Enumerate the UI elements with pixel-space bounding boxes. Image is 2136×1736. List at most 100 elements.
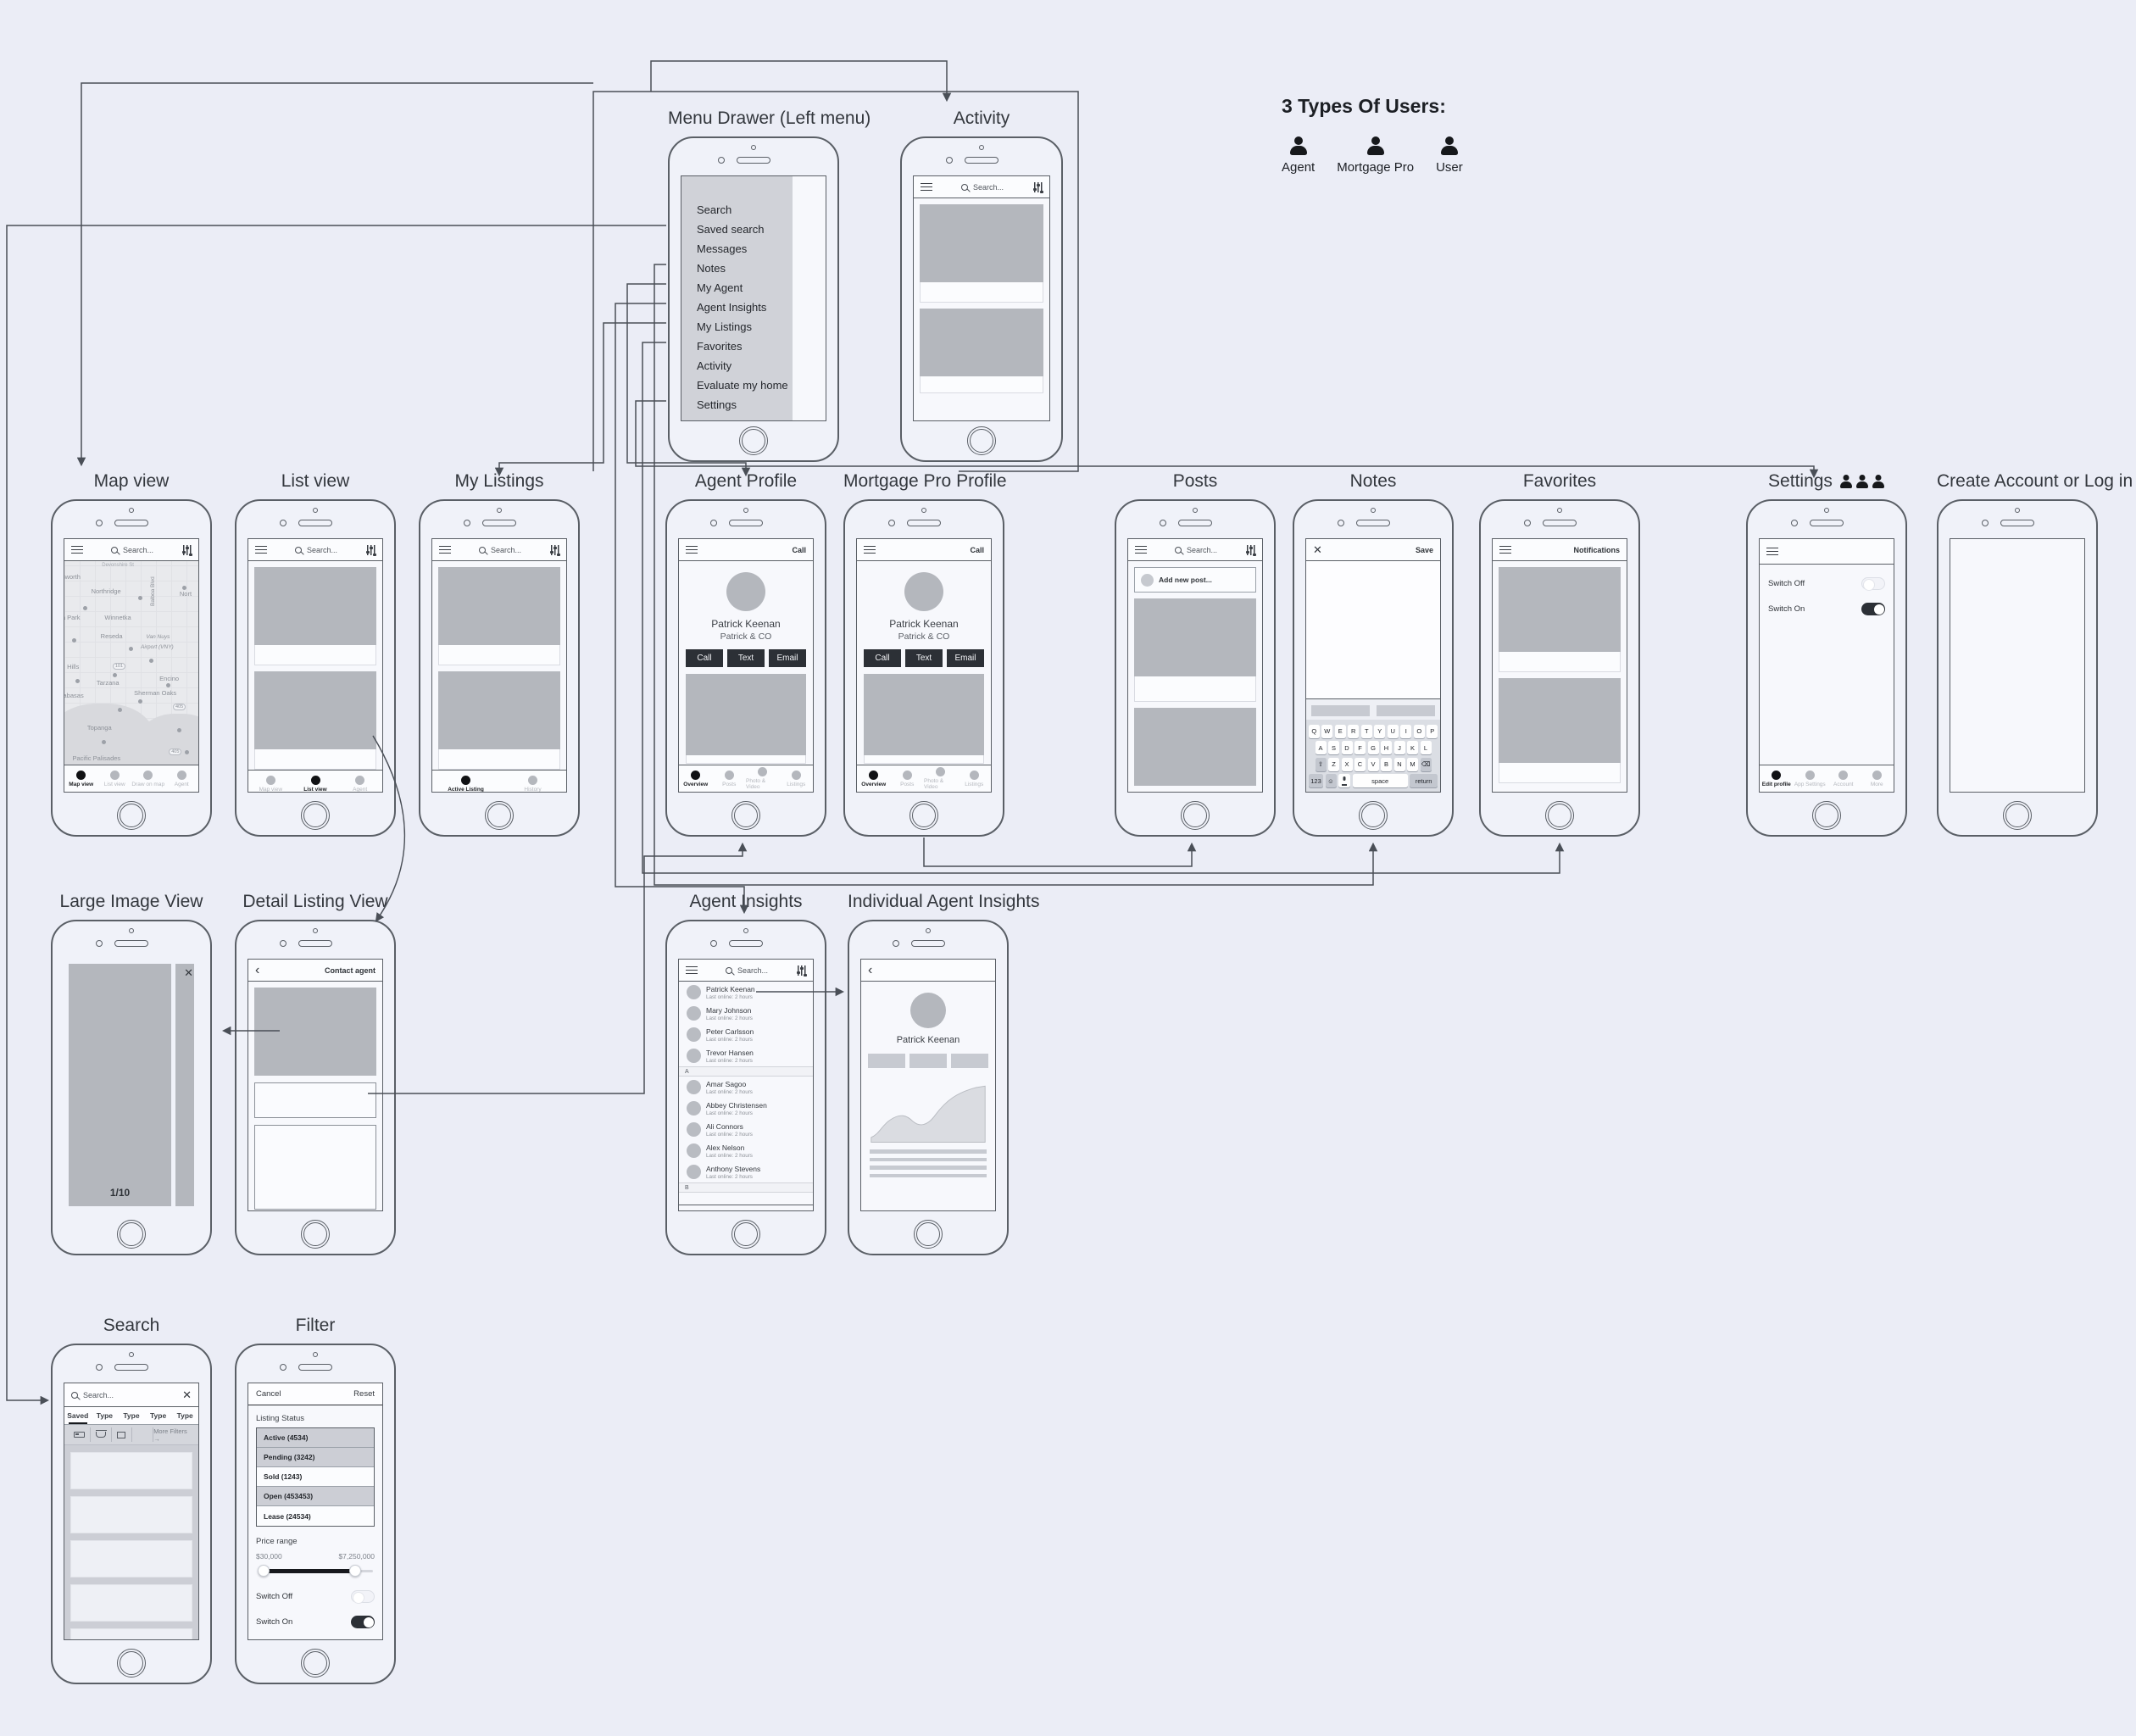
favorite-card[interactable] (1499, 567, 1621, 672)
hamburger-menu-icon[interactable] (1766, 548, 1778, 555)
keyboard-key[interactable]: Q (1308, 724, 1320, 738)
close-icon[interactable] (1313, 544, 1322, 555)
keyboard-key[interactable]: O (1413, 724, 1425, 738)
listing-card[interactable] (254, 671, 376, 770)
hamburger-menu-icon[interactable] (864, 546, 876, 554)
contact-button[interactable]: Text (905, 649, 943, 667)
space-key[interactable]: space (1352, 774, 1408, 787)
drawer-menu-item[interactable]: My Agent (697, 281, 743, 294)
call-action[interactable]: Call (792, 545, 806, 554)
search-tab[interactable]: Saved (64, 1407, 92, 1424)
listing-photo[interactable] (254, 988, 376, 1076)
hamburger-menu-icon[interactable] (71, 546, 83, 554)
keyboard-key[interactable]: J (1393, 741, 1405, 754)
hamburger-menu-icon[interactable] (439, 546, 451, 554)
listing-status-option[interactable]: Active (4534) (257, 1428, 374, 1448)
listing-status-option[interactable]: Open (453453) (257, 1487, 374, 1506)
search-tab[interactable]: Type (123, 1411, 140, 1420)
suggestion-chip[interactable] (1311, 705, 1370, 716)
slider-handle-min[interactable] (258, 1565, 270, 1577)
area-filter[interactable] (112, 1427, 133, 1442)
keyboard-key[interactable]: R (1348, 724, 1360, 738)
search-input[interactable]: Search... (122, 545, 154, 554)
favorite-card[interactable] (1499, 678, 1621, 783)
filter-icon[interactable] (365, 544, 375, 555)
hamburger-menu-icon[interactable] (1135, 546, 1147, 554)
bottom-tab[interactable]: List view (98, 770, 132, 787)
filter-icon[interactable] (1032, 181, 1043, 192)
filter-icon[interactable] (796, 965, 806, 976)
shift-key-icon[interactable] (1315, 757, 1327, 771)
listing-status-option[interactable]: Lease (24534) (257, 1506, 374, 1526)
bottom-tab[interactable]: Photo & Video (746, 767, 780, 790)
drawer-menu-item[interactable]: Notes (697, 262, 726, 275)
contact-button[interactable]: Email (769, 649, 806, 667)
keyboard-key[interactable]: F (1354, 741, 1366, 754)
keyboard-key[interactable]: P (1427, 724, 1438, 738)
beds-filter[interactable] (70, 1427, 91, 1442)
bottom-tab[interactable]: Active Listing (432, 775, 499, 792)
keyboard-key[interactable]: W (1321, 724, 1333, 738)
bottom-tab[interactable]: Photo & Video (924, 767, 958, 790)
search-input[interactable]: Search... (306, 545, 338, 554)
emoji-key-icon[interactable] (1325, 774, 1337, 787)
contact-button[interactable]: Email (947, 649, 984, 667)
add-new-post-input[interactable]: Add new post... (1134, 567, 1256, 593)
drawer-menu-item[interactable]: Agent Insights (697, 301, 767, 314)
hamburger-menu-icon[interactable] (921, 183, 932, 191)
call-action[interactable]: Call (970, 545, 984, 554)
toggle-on[interactable] (351, 1616, 375, 1628)
keyboard-key[interactable]: T (1360, 724, 1372, 738)
backspace-key-icon[interactable] (1420, 757, 1432, 771)
keyboard-key[interactable]: M (1407, 757, 1418, 771)
search-input[interactable]: Search... (1186, 545, 1218, 554)
contact-button[interactable]: Text (727, 649, 765, 667)
bottom-tab[interactable]: Draw on map (131, 770, 165, 787)
contact-agent-action[interactable]: Contact agent (324, 965, 375, 975)
price-range-slider[interactable] (258, 1564, 373, 1577)
keyboard-key[interactable]: U (1387, 724, 1399, 738)
keyboard-key[interactable]: V (1367, 757, 1379, 771)
stat-button[interactable] (909, 1054, 947, 1068)
clear-search-icon[interactable] (182, 1389, 192, 1400)
keyboard-key[interactable]: X (1341, 757, 1353, 771)
keyboard-key[interactable]: A (1315, 741, 1327, 754)
hamburger-menu-icon[interactable] (255, 546, 267, 554)
bottom-tab[interactable]: History (499, 775, 566, 792)
listing-status-option[interactable]: Sold (1243) (257, 1467, 374, 1487)
slider-handle-max[interactable] (349, 1565, 361, 1577)
filter-icon[interactable] (549, 544, 559, 555)
filter-icon[interactable] (181, 544, 192, 555)
result-row-placeholder[interactable] (70, 1496, 192, 1533)
keyboard-key[interactable]: B (1381, 757, 1392, 771)
search-input[interactable]: Search... (737, 965, 769, 975)
search-input[interactable]: Search... (972, 182, 1004, 192)
suggestion-chip[interactable] (1377, 705, 1435, 716)
return-key[interactable]: return (1410, 774, 1438, 787)
keyboard-key[interactable]: K (1407, 741, 1418, 754)
listing-card[interactable] (438, 671, 560, 770)
bottom-tab[interactable]: Agent (165, 770, 199, 787)
drawer-menu-item[interactable]: Messages (697, 242, 748, 255)
bottom-tab[interactable]: Map view (64, 770, 98, 787)
photo-large[interactable]: 1/10 (69, 964, 171, 1206)
bottom-tab[interactable]: List view (293, 775, 338, 792)
search-tab[interactable]: Type (96, 1411, 113, 1420)
post-card[interactable] (1134, 598, 1256, 702)
contact-button[interactable]: Call (864, 649, 901, 667)
more-filters-link[interactable]: More Filters → (153, 1427, 187, 1443)
bottom-tab[interactable]: Listings (958, 770, 992, 787)
cancel-button[interactable]: Cancel (256, 1389, 281, 1399)
listing-card[interactable] (254, 567, 376, 665)
keyboard-key[interactable]: Z (1328, 757, 1339, 771)
bottom-tab[interactable]: Overview (679, 770, 713, 787)
mic-key-icon[interactable] (1338, 774, 1350, 787)
